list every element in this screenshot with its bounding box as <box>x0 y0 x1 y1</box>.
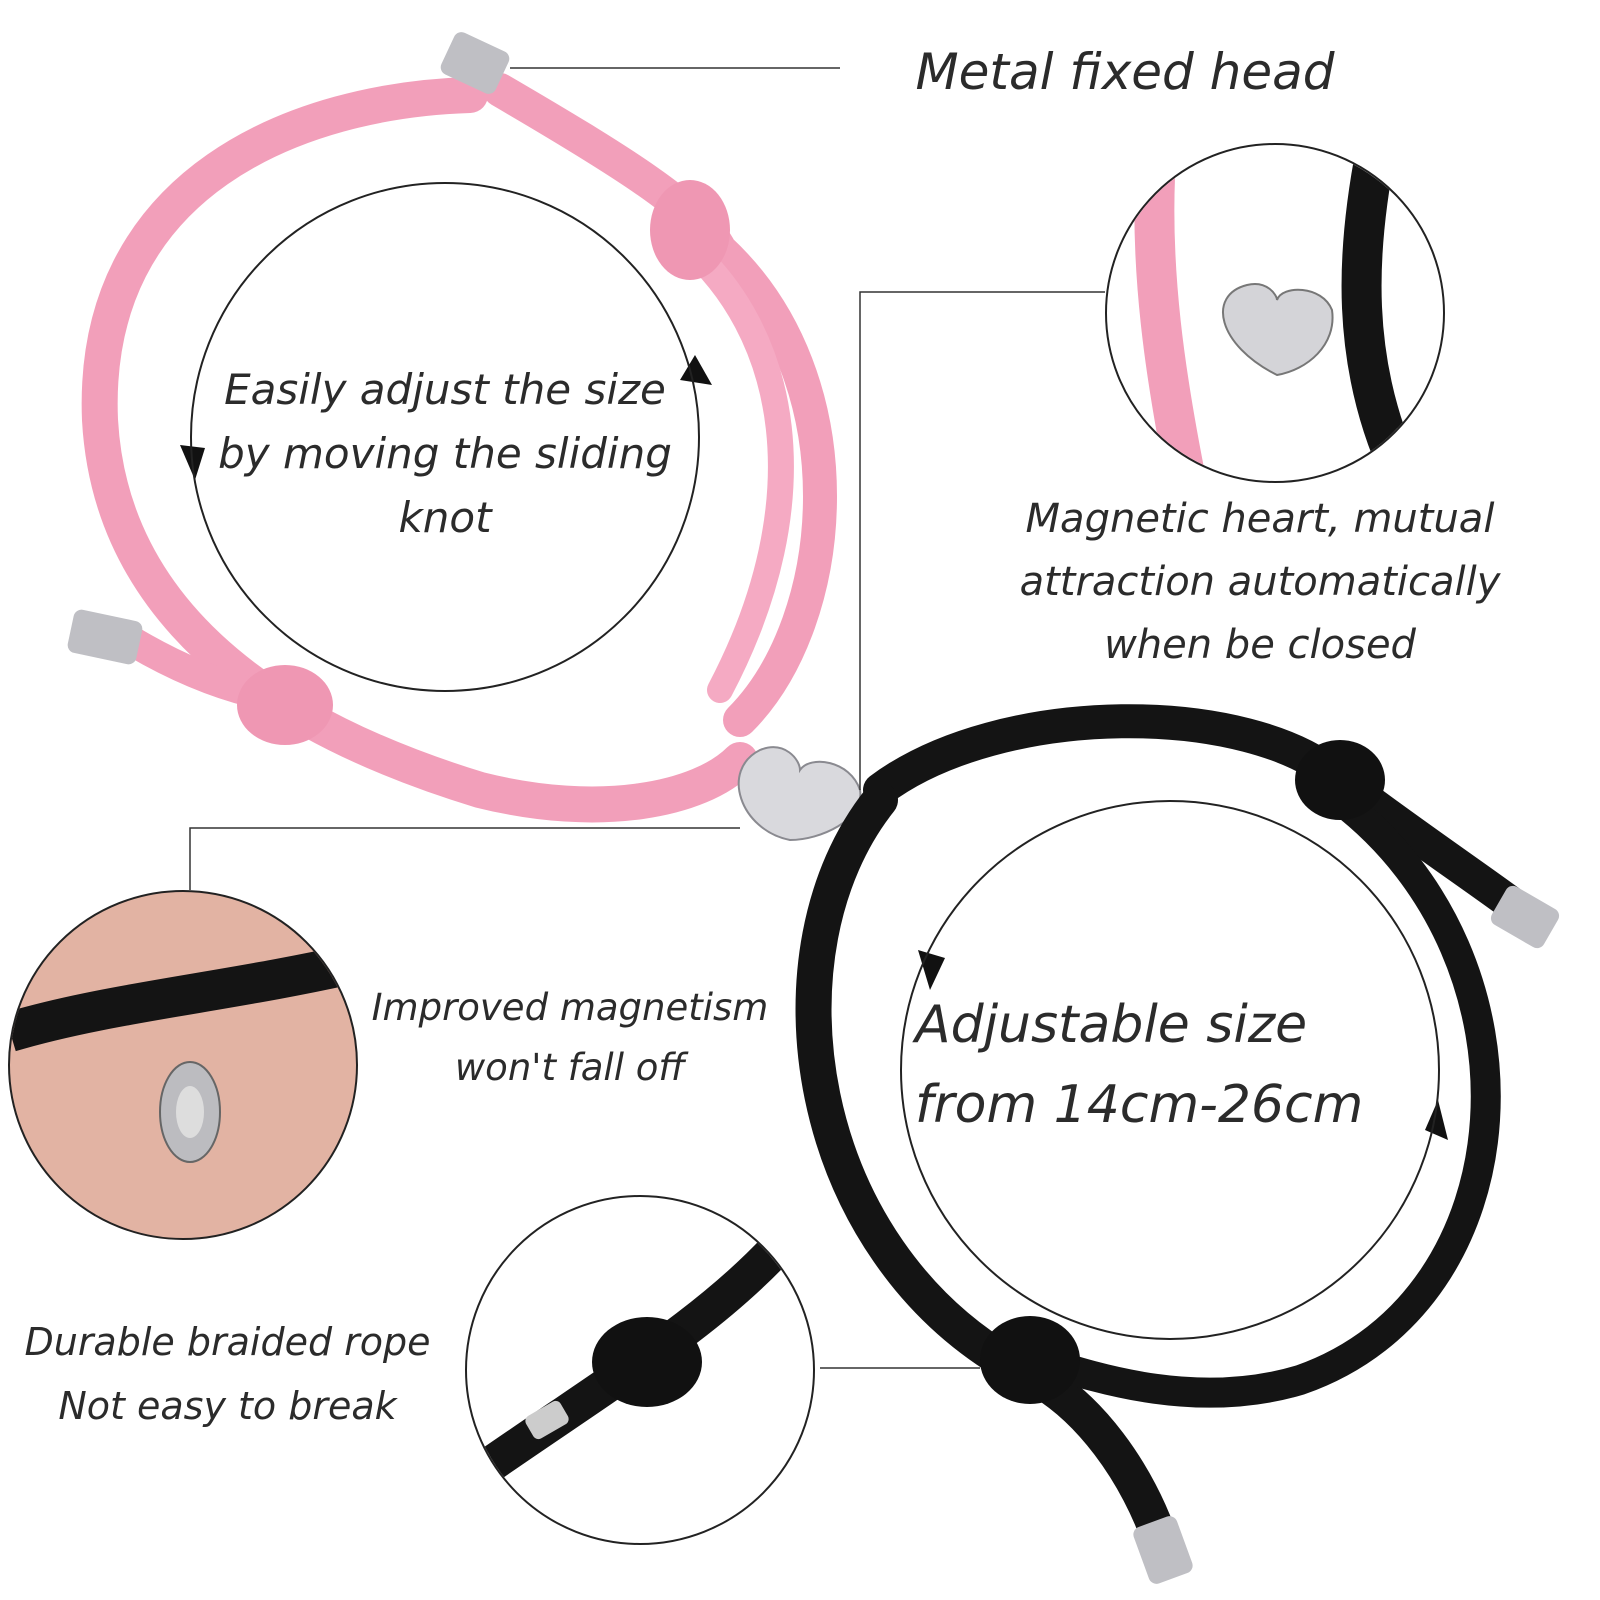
label-easily-adjust: Easily adjust the size by moving the sli… <box>200 358 690 550</box>
black-sliding-knot-top <box>1295 740 1385 820</box>
label-line: won't fall off <box>454 1046 686 1089</box>
label-line: Durable braided rope <box>24 1320 431 1364</box>
magnet-closeup-circle <box>8 890 358 1240</box>
label-adjustable-size: Adjustable size from 14cm-26cm <box>915 985 1435 1145</box>
label-line: from 14cm-26cm <box>915 1075 1364 1135</box>
rope-closeup-circle <box>465 1195 815 1545</box>
label-line: Easily adjust the size <box>224 365 666 414</box>
label-line: when be closed <box>1104 622 1416 668</box>
heart-closeup-circle <box>1105 143 1445 483</box>
label-magnetic-heart: Magnetic heart, mutual attraction automa… <box>980 488 1540 677</box>
adjust-info-circle <box>190 182 700 692</box>
metal-end-cap-black-bottom <box>1133 1516 1193 1584</box>
black-bracelet <box>795 704 1537 1558</box>
adjustable-size-circle <box>900 800 1440 1340</box>
label-line: attraction automatically <box>1019 559 1501 605</box>
leader-lines <box>189 67 1105 1369</box>
metal-end-cap-pink-top <box>440 32 510 94</box>
label-line: Adjustable size <box>915 995 1308 1055</box>
metal-end-cap-pink-bottom <box>67 609 143 665</box>
label-improved-magnetism: Improved magnetism won't fall off <box>360 978 780 1098</box>
pink-bracelet <box>81 73 837 823</box>
pink-sliding-knot-bottom <box>237 665 333 745</box>
label-line: knot <box>398 493 492 542</box>
label-durable-rope: Durable braided rope Not easy to break <box>5 1310 450 1438</box>
label-line: Improved magnetism <box>371 986 769 1029</box>
label-line: Not easy to break <box>58 1384 397 1428</box>
label-line: Magnetic heart, mutual <box>1025 496 1495 542</box>
metal-end-cap-black-right <box>1490 885 1560 949</box>
label-metal-fixed-head: Metal fixed head <box>915 43 1335 101</box>
pink-sliding-knot-top <box>650 180 730 280</box>
black-sliding-knot-bottom <box>980 1316 1080 1404</box>
label-line: by moving the sliding <box>218 429 672 478</box>
